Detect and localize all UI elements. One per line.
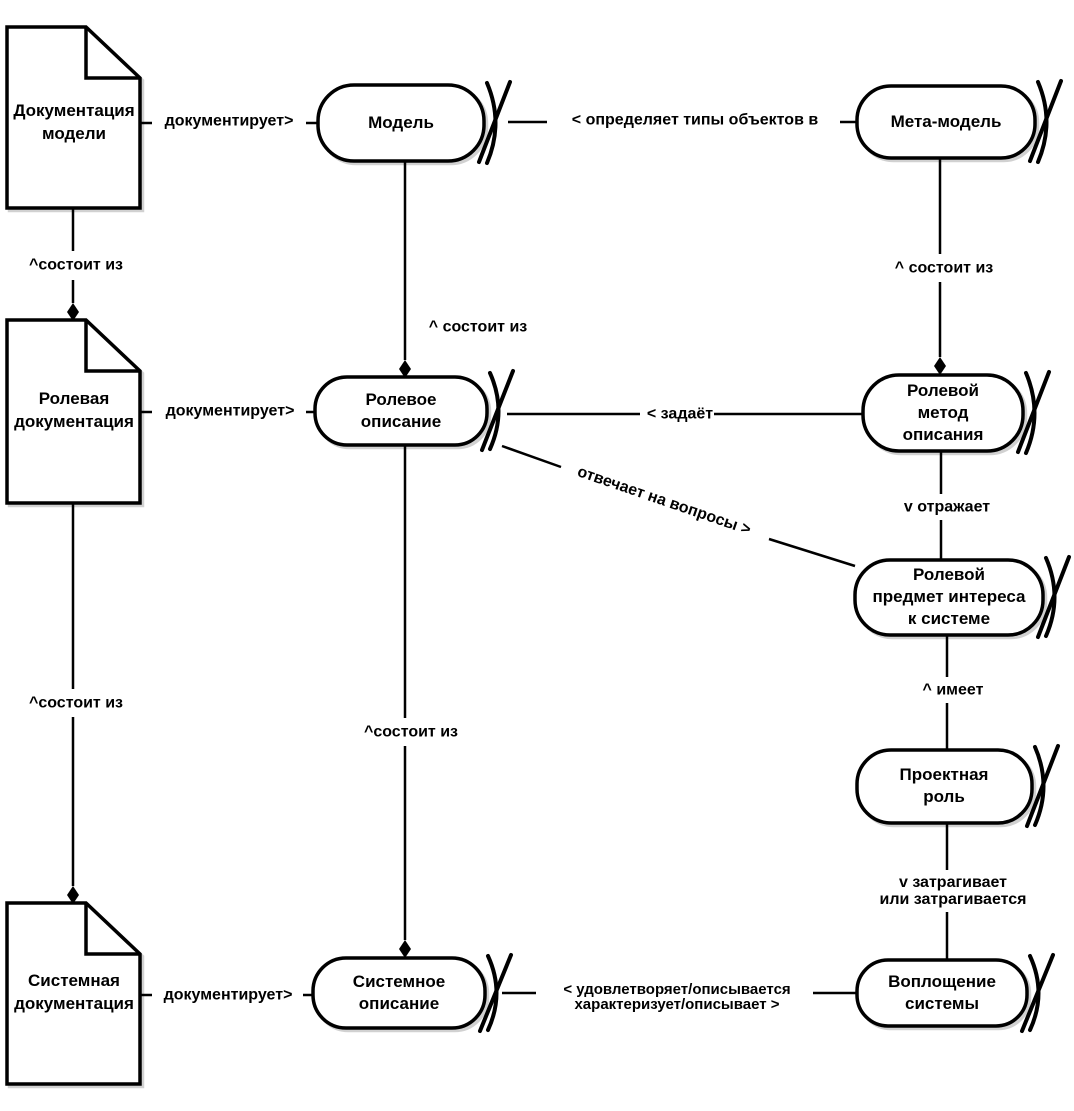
node-system-embodiment-shape: [855, 958, 1029, 1028]
doc-model-label-line1: Документация: [13, 101, 135, 120]
crossed-tail-icon: [477, 80, 512, 165]
node-role-method-line3: описания: [902, 425, 984, 444]
node-role-description-line2: описание: [360, 412, 442, 431]
doc-role-shape: [5, 318, 142, 505]
node-system-embodiment-line2: системы: [904, 994, 979, 1013]
node-system-description-line1: Системное: [352, 972, 446, 991]
edge-specifies-label: < задаёт: [646, 405, 714, 423]
connector-lines: [71, 120, 949, 997]
node-role-description-line1: Ролевое: [365, 390, 437, 409]
node-role-concern-label: Ролевой предмет интереса к системе: [873, 564, 1026, 630]
crossed-tail-icon: [1028, 79, 1063, 164]
edge-documents-top-label: документирует>: [164, 112, 294, 130]
node-model-shape: [316, 83, 486, 163]
edge-consists-left-top-label: ^состоит из: [28, 256, 124, 274]
edge-documents-mid-label: документирует>: [165, 402, 295, 420]
composition-diamond-icon: [67, 303, 79, 321]
crossed-tail-icon: [480, 369, 515, 452]
node-meta-model-label: Мета-модель: [891, 111, 1002, 133]
node-role-description-label: Ролевое описание: [361, 389, 441, 433]
doc-role-label: Ролевая документация: [14, 387, 134, 433]
edge-consists-mid-bottom-label: ^состоит из: [363, 723, 459, 741]
edge-affects-line2: или затрагивается: [879, 891, 1027, 908]
connector-diagonal: [501, 444, 562, 469]
node-role-method-line2: метод: [917, 403, 969, 422]
crossed-tail-icon: [1016, 370, 1051, 455]
node-model-label-line1: Модель: [368, 113, 434, 132]
node-system-embodiment-label: Воплощение системы: [888, 971, 996, 1015]
doc-system-label-line1: Системная: [28, 971, 120, 990]
crossed-tail-icon: [1036, 555, 1071, 639]
crossed-tails: [477, 79, 1071, 1033]
doc-role-label-line1: Ролевая: [38, 389, 110, 408]
node-system-description-line2: описание: [358, 994, 440, 1013]
crossed-tail-icon: [478, 953, 513, 1033]
connector-diagonal: [768, 537, 856, 568]
edge-satisfies-line2: характеризует/описывает >: [574, 996, 780, 1013]
node-project-role-shape: [855, 748, 1034, 825]
node-meta-model-label-line1: Мета-модель: [890, 112, 1002, 131]
edge-affects-label: v затрагивает или затрагивается: [880, 874, 1027, 908]
node-system-description-shape: [311, 956, 487, 1030]
node-meta-model-shape: [855, 84, 1037, 160]
node-system-embodiment-line1: Воплощение: [888, 972, 996, 991]
composition-diamond-icon: [67, 886, 79, 904]
edge-satisfies-line1: < удовлетворяет/описывается: [563, 981, 791, 998]
doc-model-label: Документация модели: [13, 99, 134, 145]
node-project-role-label: Проектная роль: [900, 764, 989, 808]
node-project-role-line1: Проектная: [899, 765, 989, 784]
node-role-method-line1: Ролевой: [907, 381, 979, 400]
composition-diamond-icon: [399, 360, 411, 378]
node-role-method-label: Ролевой метод описания: [903, 380, 984, 446]
node-role-concern-line3: к системе: [907, 609, 991, 628]
node-role-concern-line1: Ролевой: [913, 565, 985, 584]
doc-role-label-line2: документация: [14, 412, 134, 431]
composition-diamond-icon: [399, 940, 411, 958]
doc-system-label: Системная документация: [14, 969, 134, 1015]
node-role-concern-line2: предмет интереса: [872, 587, 1026, 606]
doc-system-fold-icon: [84, 903, 140, 956]
doc-model-shape: [5, 25, 142, 210]
composition-diamonds: [67, 303, 946, 958]
doc-model-label-line2: модели: [41, 124, 106, 143]
edge-affects-line1: v затрагивает: [898, 874, 1008, 891]
doc-system-shape: [5, 901, 142, 1086]
edge-reflects-label: v отражает: [903, 498, 991, 516]
edge-defines-types-label: < определяет типы объектов в: [571, 111, 819, 129]
edge-consists-mid-top-label: ^ состоит из: [428, 318, 528, 336]
node-system-description-label: Системное описание: [353, 971, 445, 1015]
crossed-tail-icon: [1025, 744, 1060, 828]
doc-system-label-line2: документация: [14, 994, 134, 1013]
node-model-label: Модель: [368, 112, 434, 134]
doc-model-fold-icon: [84, 27, 140, 80]
crossed-tail-icon: [1020, 953, 1055, 1033]
node-role-method-shape: [861, 373, 1025, 453]
node-role-concern-shape: [853, 558, 1045, 637]
node-project-role-line2: роль: [923, 787, 965, 806]
edge-consists-right-label: ^ состоит из: [894, 259, 994, 277]
composition-diamond-icon: [934, 357, 946, 375]
node-role-description-shape: [313, 375, 489, 447]
doc-role-fold-icon: [84, 320, 140, 373]
edge-consists-left-bottom-label: ^состоит из: [28, 694, 124, 712]
edge-has-label: ^ имеет: [922, 681, 984, 699]
edge-satisfies-label: < удовлетворяет/описывается характеризуе…: [563, 982, 790, 1012]
edge-documents-bottom-label: документирует>: [163, 986, 293, 1004]
